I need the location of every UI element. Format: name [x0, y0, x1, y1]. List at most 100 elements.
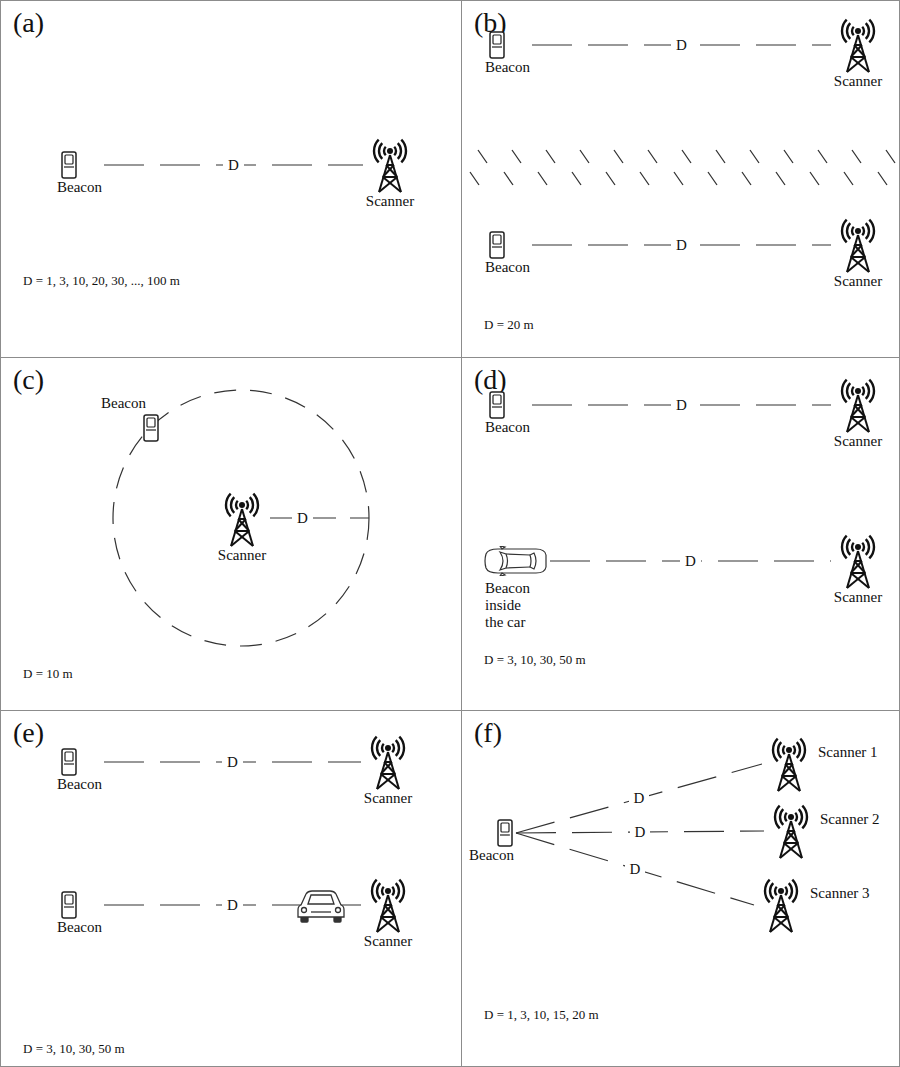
beacon-symbol — [489, 231, 505, 259]
beacon-icon — [61, 748, 102, 776]
panel-frame: (b)D = 20 mBeaconScannerBeaconScanner — [461, 0, 900, 358]
wall-hatch — [470, 150, 895, 185]
edge-label: D — [671, 237, 692, 254]
beacon-symbol — [61, 748, 77, 776]
scanner-tower-symbol — [365, 137, 415, 193]
scanner-node: Scanner — [217, 491, 267, 564]
beacon-icon — [143, 414, 159, 442]
device-label: Scanner 1 — [818, 744, 878, 761]
device-label: Scanner — [363, 790, 413, 807]
distance-note: D = 3, 10, 30, 50 m — [484, 652, 586, 667]
device-label: Scanner — [833, 589, 883, 606]
beacon-symbol — [143, 414, 159, 442]
range-circle — [113, 390, 369, 646]
scanner-node: Scanner — [833, 377, 883, 450]
scanner-icon — [363, 734, 413, 790]
beacon-symbol — [489, 31, 505, 59]
distance-note: D = 1, 3, 10, 15, 20 m — [484, 1007, 599, 1022]
scanner-node: Scanner — [833, 217, 883, 290]
device-label: Scanner — [833, 273, 883, 290]
distance-line — [516, 833, 754, 905]
beacon-node: Beacon — [101, 395, 159, 442]
panel-letter: (d) — [474, 364, 507, 396]
scanner-icon — [363, 877, 413, 933]
scanner-icon — [764, 736, 814, 792]
scanner-icon — [833, 377, 883, 433]
scanner-node: Scanner — [833, 533, 883, 606]
scanner-node: Scanner — [833, 17, 883, 90]
beacon-icon — [61, 151, 102, 179]
scanner-tower-symbol — [756, 877, 806, 933]
device-label: Beacon — [57, 179, 102, 196]
beacon-icon — [489, 31, 530, 59]
radius-line — [270, 517, 369, 518]
panel-letter: (e) — [13, 717, 44, 749]
edge-label: D — [625, 861, 646, 878]
scanner-tower-symbol — [363, 877, 413, 933]
device-label: Beacon inside the car — [485, 580, 539, 631]
panel-letter: (f) — [474, 717, 502, 749]
device-label: Beacon — [101, 395, 159, 412]
scanner-icon — [766, 803, 816, 859]
scanner-node: Scanner — [365, 137, 415, 210]
beacon-icon — [497, 819, 514, 847]
scanner-icon — [365, 137, 415, 193]
beacon-symbol — [497, 819, 513, 847]
scanner-icon — [833, 217, 883, 273]
device-label: Scanner 3 — [810, 885, 870, 902]
scanner-tower-symbol — [363, 734, 413, 790]
scanner-icon — [756, 877, 806, 933]
device-label: Beacon — [485, 259, 530, 276]
scanner-node: Scanner — [363, 734, 413, 807]
car-icon — [482, 546, 548, 576]
edge-label: D — [222, 897, 243, 914]
panel-frame: (a)D = 1, 3, 10, 20, 30, ..., 100 mBeaco… — [0, 0, 462, 358]
beacon-node: Beacon — [57, 151, 102, 196]
car-front-symbol — [298, 891, 344, 922]
edge-label: D — [222, 754, 243, 771]
beacon-icon — [489, 231, 530, 259]
scanner-tower-symbol — [764, 736, 814, 792]
scanner-node: Scanner 1 — [764, 736, 878, 792]
beacon-symbol — [489, 391, 505, 419]
device-label: Scanner — [833, 433, 883, 450]
scanner-tower-symbol — [833, 533, 883, 589]
scanner-tower-symbol — [833, 217, 883, 273]
car-top-symbol — [482, 546, 548, 576]
device-label: Scanner — [833, 73, 883, 90]
device-label: Scanner — [217, 547, 267, 564]
beacon-node: Beacon — [485, 391, 530, 436]
scanner-tower-symbol — [766, 803, 816, 859]
panel-frame: (c)D = 10 mBeaconScanner — [0, 357, 462, 711]
device-label: Beacon — [485, 59, 530, 76]
edge-label: D — [223, 157, 244, 174]
edge-label: D — [630, 824, 651, 841]
device-label: Beacon — [469, 847, 514, 864]
panel-letter: (c) — [13, 364, 44, 396]
edge-label: D — [629, 790, 650, 807]
scanner-icon — [833, 17, 883, 73]
dimension-label: D — [292, 510, 313, 527]
edge-label: D — [671, 397, 692, 414]
scanner-tower-symbol — [833, 17, 883, 73]
car-beacon-node: Beacon inside the car — [482, 546, 548, 631]
device-label: Scanner — [363, 933, 413, 950]
beacon-symbol — [61, 891, 77, 919]
device-label: Beacon — [57, 776, 102, 793]
device-label: Scanner — [365, 193, 415, 210]
scanner-icon — [217, 491, 267, 547]
edge-label: D — [680, 553, 701, 570]
scanner-tower-symbol — [217, 491, 267, 547]
beacon-node: Beacon — [469, 819, 514, 864]
distance-note: D = 1, 3, 10, 20, 30, ..., 100 m — [23, 273, 180, 288]
device-label: Beacon — [57, 919, 102, 936]
scanner-tower-symbol — [833, 377, 883, 433]
edge-label: D — [671, 37, 692, 54]
panel-frame: (f) D = 1, 3, 10, 15, 20 m Beacon Scanner 1… — [461, 710, 900, 1067]
beacon-node: Beacon — [485, 31, 530, 76]
beacon-node: Beacon — [57, 748, 102, 793]
